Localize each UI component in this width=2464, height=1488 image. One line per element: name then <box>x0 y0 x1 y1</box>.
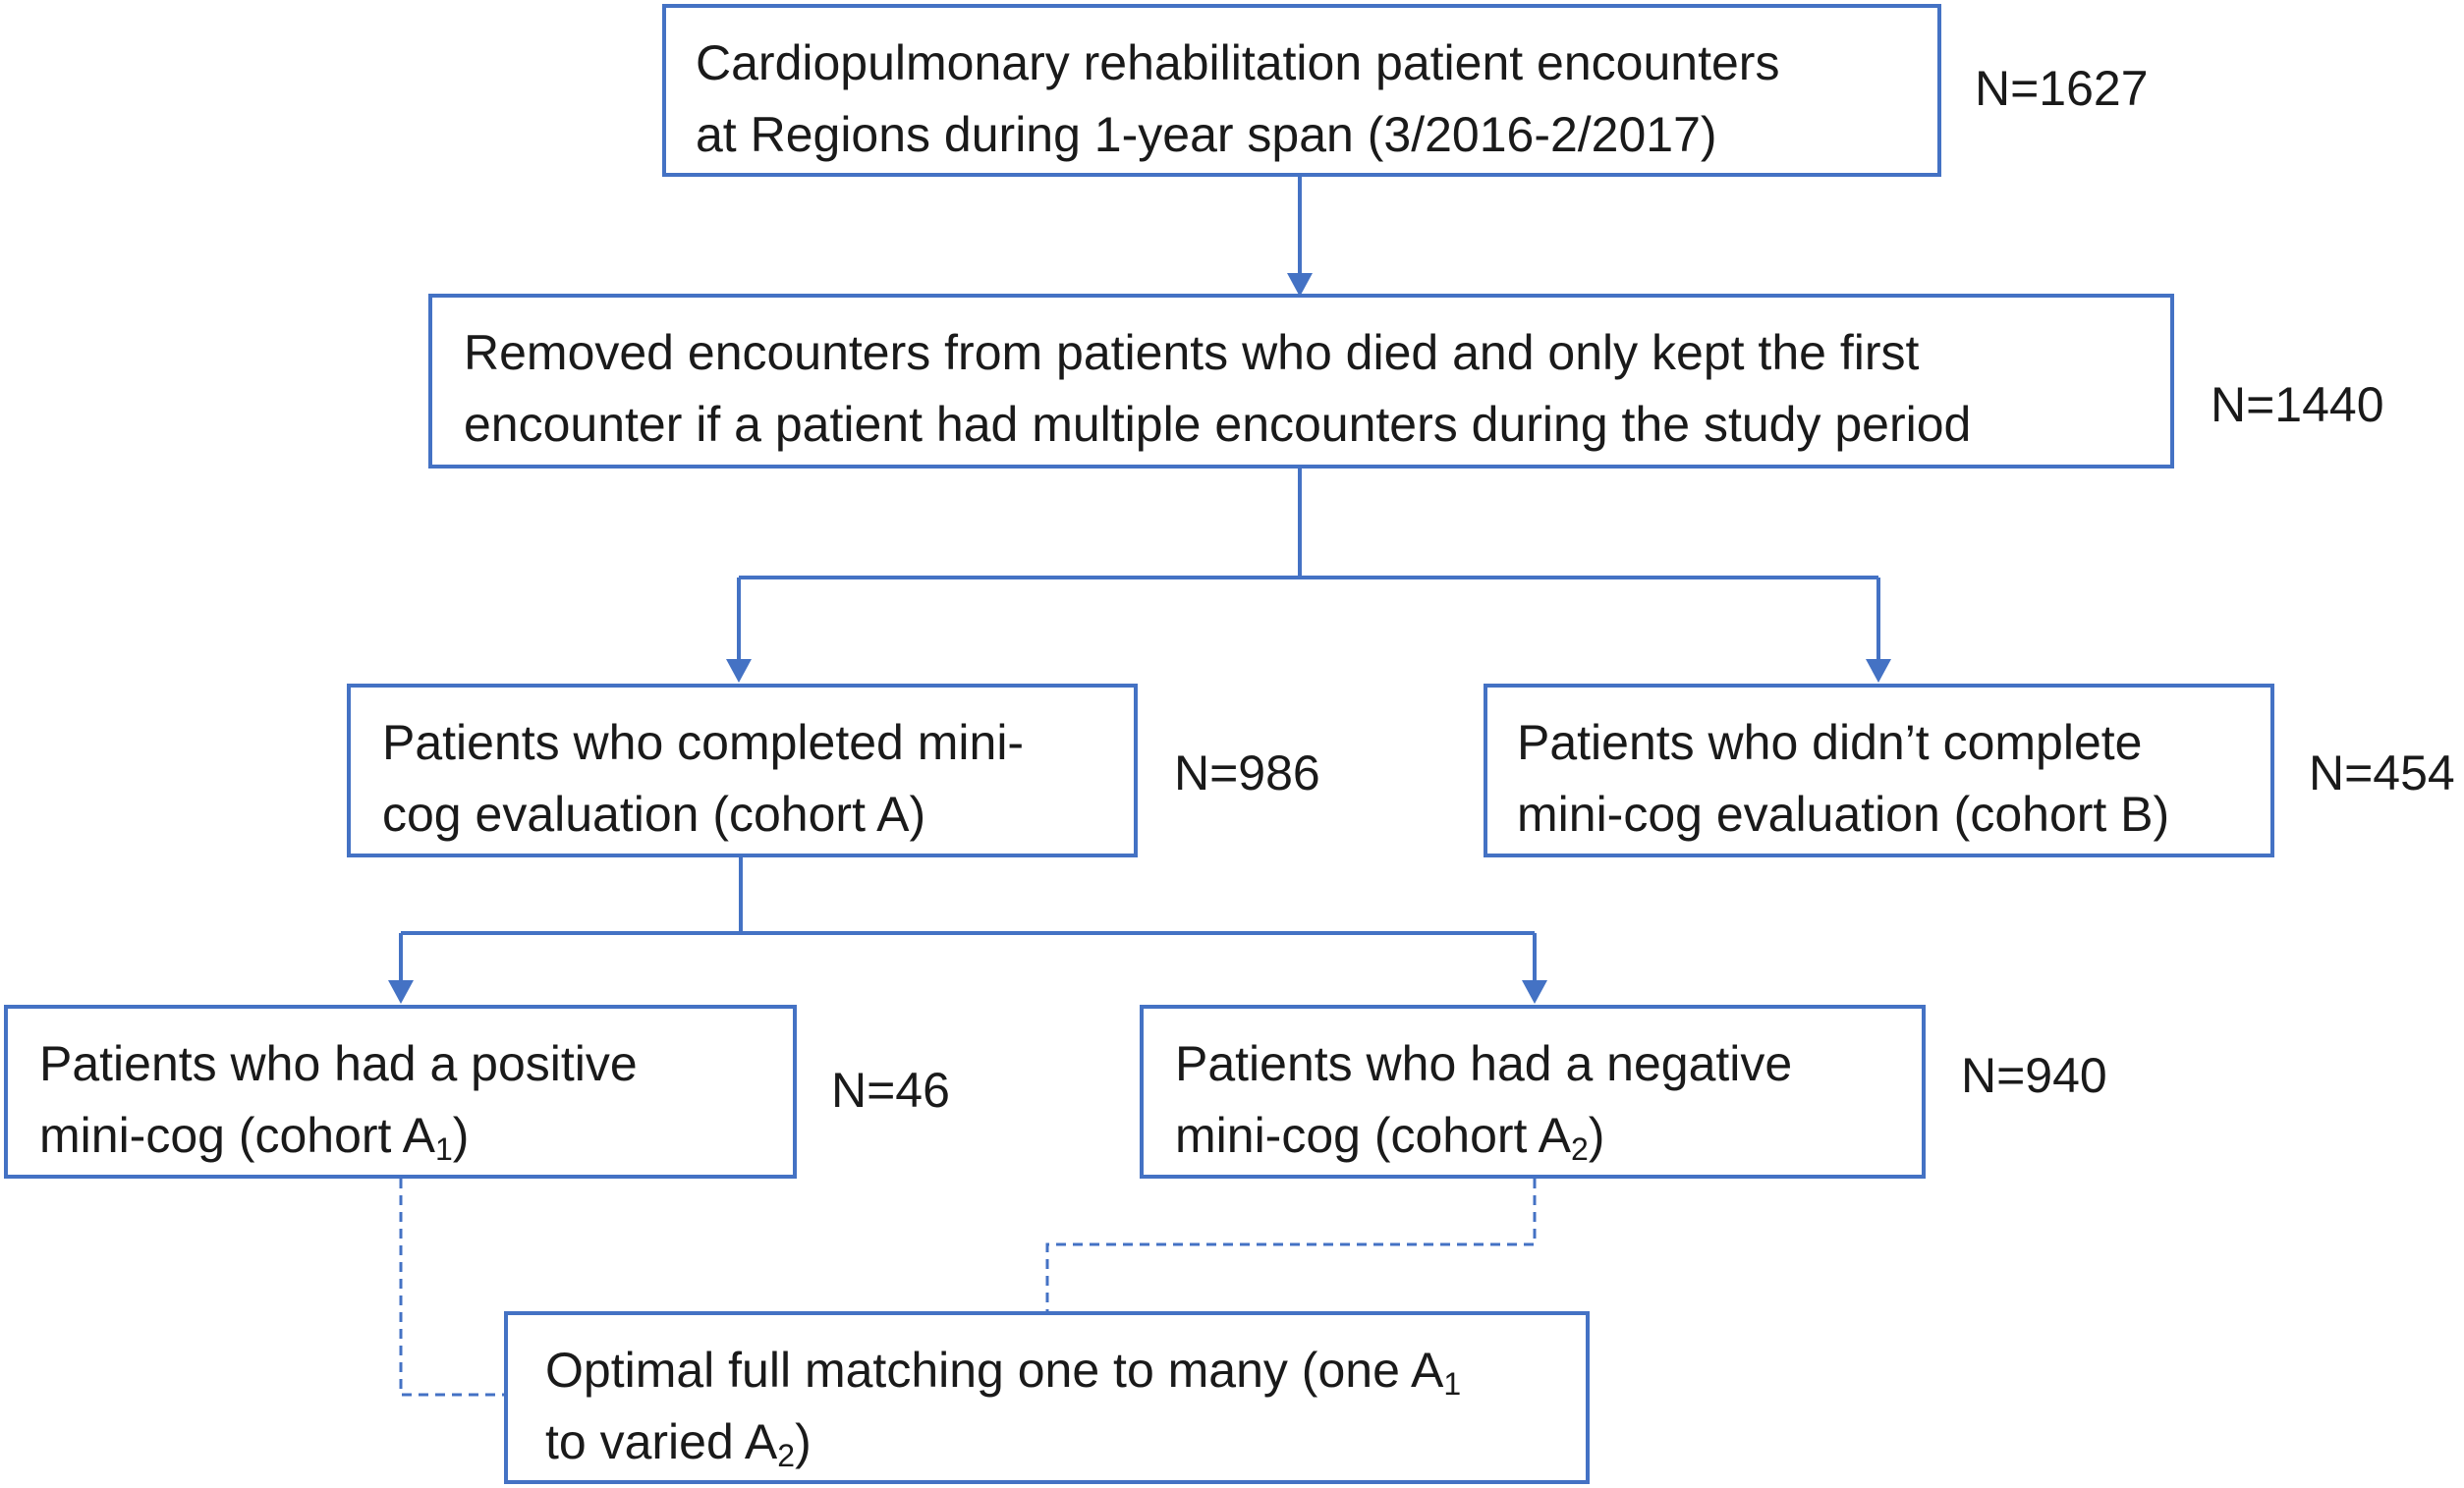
cohort-b-box: Patients who didn’t complete mini-cog ev… <box>1484 684 2274 857</box>
arrowhead <box>1522 980 1547 1004</box>
cohort-a1-count: N=46 <box>831 1063 950 1118</box>
encounters-box: Cardiopulmonary rehabilitation patient e… <box>662 4 1941 177</box>
matching-line1: Optimal full matching one to many (one A… <box>545 1335 1556 1406</box>
removed-line2: encounter if a patient had multiple enco… <box>464 397 1972 452</box>
cohort-b-count: N=454 <box>2309 745 2455 800</box>
cohort-a2-line2-suffix: ) <box>1588 1108 1605 1163</box>
cohort-a1-box: Patients who had a positive mini-cog (co… <box>4 1005 797 1179</box>
cohort-a-line2: cog evaluation (cohort A) <box>382 787 926 842</box>
arrowhead <box>1287 273 1313 297</box>
arrowhead <box>726 659 752 683</box>
cohort-a1-line1: Patients who had a positive <box>39 1036 638 1091</box>
removed-line1: Removed encounters from patients who die… <box>464 325 1920 380</box>
cohort-b-line2: mini-cog evaluation (cohort B) <box>1517 787 2170 842</box>
cohort-a2-count: N=940 <box>1961 1048 2107 1103</box>
matching-box: Optimal full matching one to many (one A… <box>504 1311 1590 1484</box>
matching-line1-subscript: 1 <box>1443 1366 1462 1402</box>
arrowhead <box>388 980 414 1004</box>
cohort-a1-line2: mini-cog (cohort A1) <box>39 1100 763 1172</box>
cohort-a2-line2-prefix: mini-cog (cohort A <box>1175 1108 1571 1163</box>
arrowhead <box>1866 659 1891 683</box>
cohort-b-line1: Patients who didn’t complete <box>1517 715 2143 770</box>
encounters-line2: at Regions during 1-year span (3/2016-2/… <box>696 107 1717 162</box>
cohort-a1-subscript: 1 <box>434 1131 453 1167</box>
cohort-a-line1: Patients who completed mini- <box>382 715 1025 770</box>
cohort-a2-box: Patients who had a negative mini-cog (co… <box>1140 1005 1926 1179</box>
dashed-link-a2-to-matching <box>1045 1179 1537 1311</box>
cohort-a2-line2: mini-cog (cohort A2) <box>1175 1100 1892 1172</box>
removed-count: N=1440 <box>2211 377 2384 432</box>
encounters-line1: Cardiopulmonary rehabilitation patient e… <box>696 35 1780 90</box>
cohort-a1-line2-prefix: mini-cog (cohort A <box>39 1108 435 1163</box>
encounters-count: N=1627 <box>1975 61 2149 116</box>
removed-box: Removed encounters from patients who die… <box>428 294 2174 468</box>
cohort-a1-line2-suffix: ) <box>452 1108 470 1163</box>
matching-line2: to varied A2) <box>545 1406 1556 1478</box>
cohort-a2-subscript: 2 <box>1570 1131 1589 1167</box>
dashed-link-a1-to-matching <box>399 1179 504 1397</box>
matching-line1-prefix: Optimal full matching one to many (one A <box>545 1343 1444 1398</box>
matching-line2-prefix: to varied A <box>545 1414 778 1469</box>
matching-line2-suffix: ) <box>795 1414 812 1469</box>
cohort-a-box: Patients who completed mini- cog evaluat… <box>347 684 1138 857</box>
cohort-a-count: N=986 <box>1174 745 1320 800</box>
matching-line2-subscript: 2 <box>777 1438 796 1473</box>
cohort-a2-line1: Patients who had a negative <box>1175 1036 1793 1091</box>
